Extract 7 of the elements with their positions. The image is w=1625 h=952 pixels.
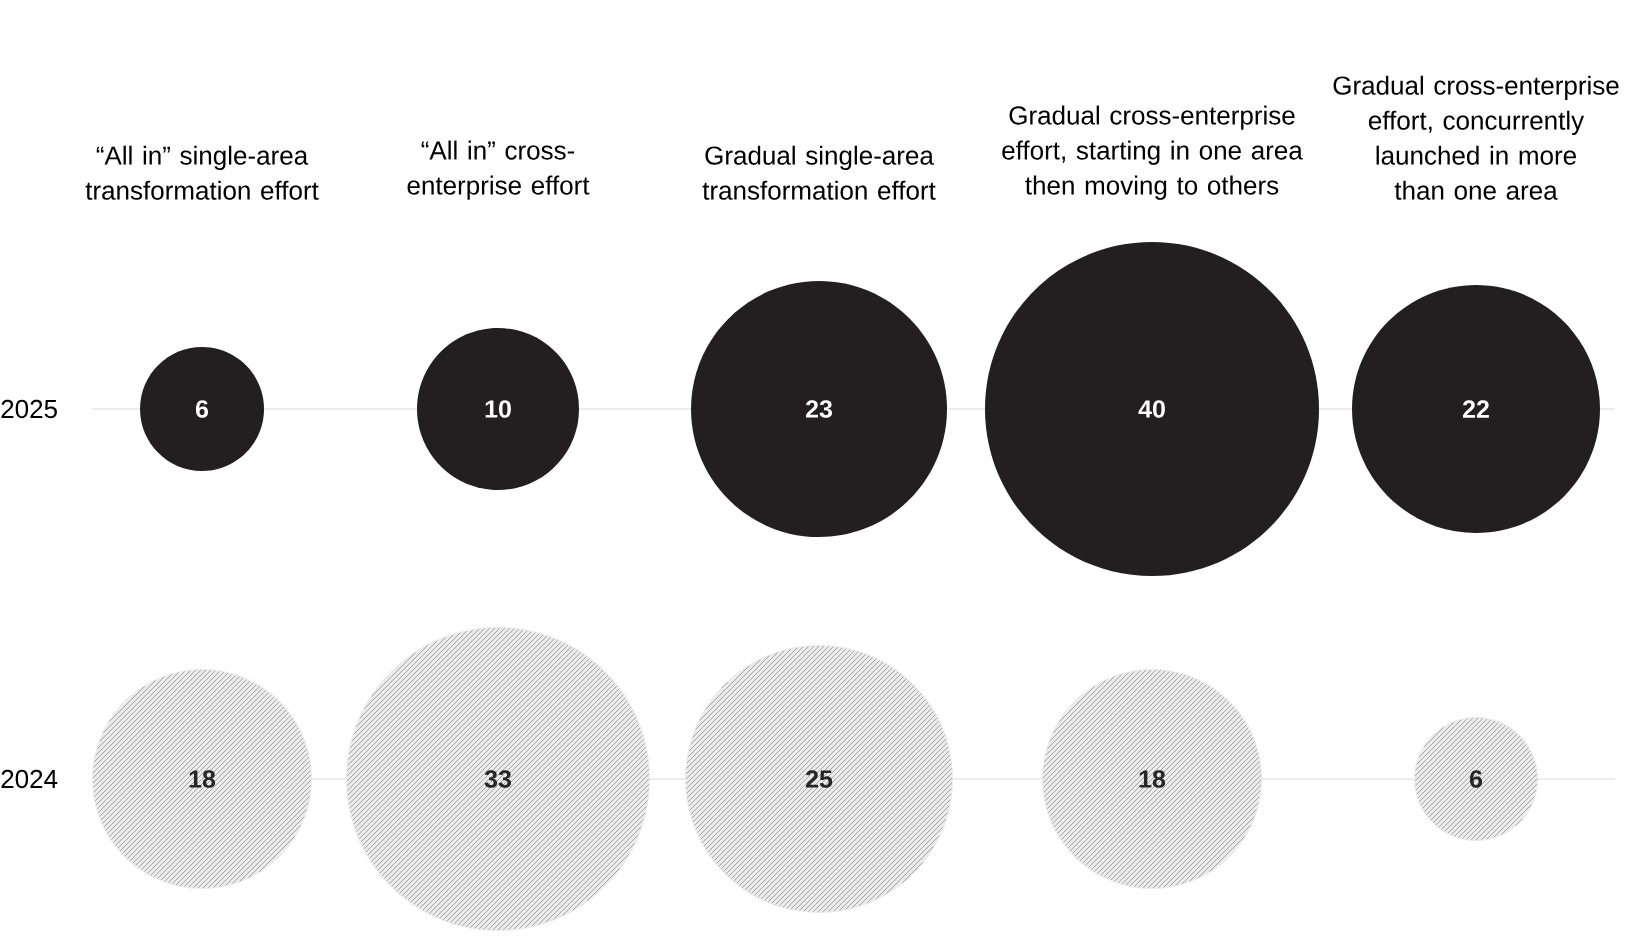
column-heading: “All in” cross-enterprise effort <box>407 140 590 200</box>
year-label: 2025 <box>1 399 57 419</box>
column-heading: Gradual single-area transformation effort <box>702 145 936 200</box>
column-heading: “All in” single-area transformation effort <box>85 145 319 200</box>
column-heading: Gradual cross-enterprise effort, starting in one area then moving to others <box>1002 105 1303 200</box>
year-label: 2024 <box>1 769 58 789</box>
column-heading: Gradual cross-enterprise effort, concurrently launched in more than one area <box>1333 75 1619 200</box>
